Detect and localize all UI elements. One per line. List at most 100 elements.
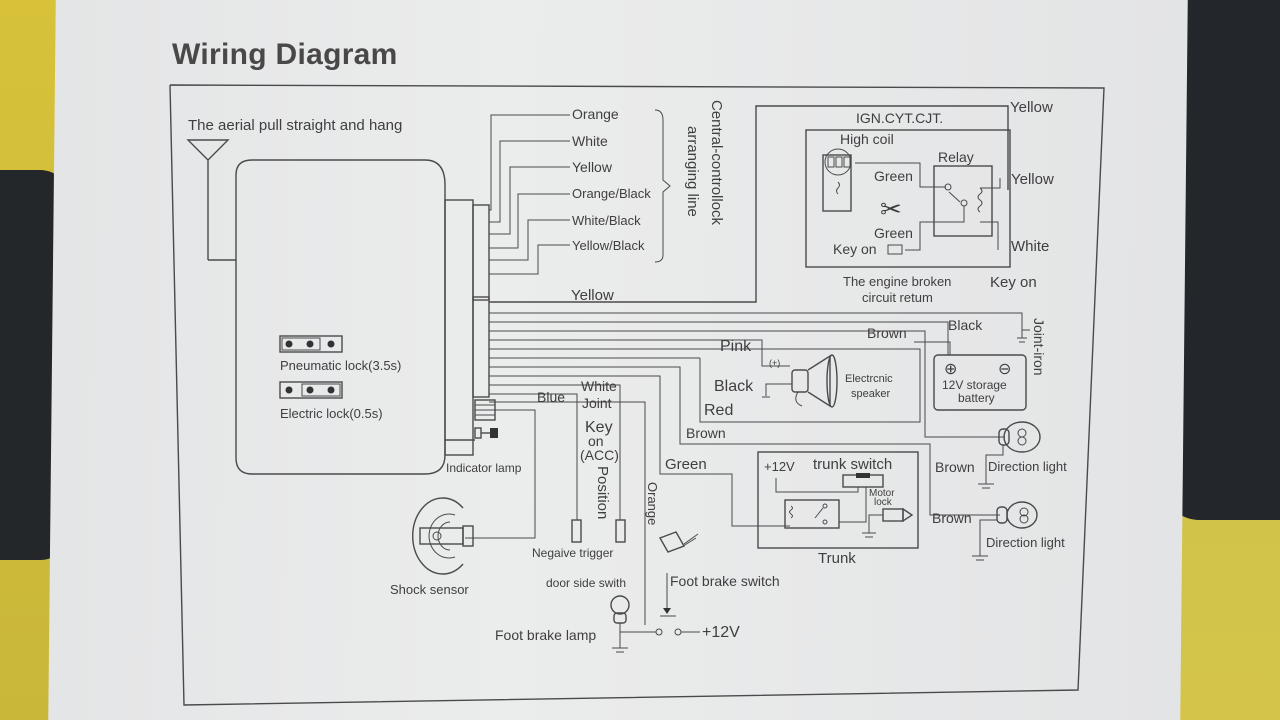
ignition-yellow-mid-label: Yellow: [1011, 171, 1054, 188]
relay-label: Relay: [938, 149, 974, 165]
bracket: [654, 109, 671, 263]
jumper-pneumatic[interactable]: [279, 335, 343, 353]
battery-icon: [933, 354, 1027, 411]
wire-label-yellow-black: Yellow/Black: [572, 238, 645, 253]
ignition-key-on-label: Key on: [990, 274, 1037, 291]
foot-brake-switch-icon[interactable]: [655, 573, 700, 636]
foot-brake-pedal-icon: [658, 531, 699, 553]
foot-brake-switch-label: Foot brake switch: [670, 573, 780, 589]
antenna-icon: [186, 139, 236, 261]
shock-sensor-icon: [412, 497, 474, 575]
battery-plus-icon: ⊕: [944, 361, 957, 378]
battery-label-1: 12V storage: [942, 378, 1007, 392]
speaker-plus-label: (+): [769, 358, 780, 368]
high-coil-label: High coil: [840, 131, 894, 147]
speaker-pink-label: Pink: [720, 338, 752, 355]
trunk-switch-icon[interactable]: [842, 473, 884, 488]
direction-light-2-label: Direction light: [986, 535, 1065, 550]
green-bottom-label: Green: [874, 225, 913, 241]
connector-central-lock: [472, 204, 490, 301]
speaker-icon: [762, 354, 838, 408]
trunk-relay-coil-icon: [789, 505, 793, 519]
negative-trigger-terminal[interactable]: [571, 519, 582, 543]
trunk-box: [757, 451, 919, 549]
wire-label-white: White: [572, 133, 608, 149]
key-on-inner-label: Key on: [833, 241, 877, 257]
direction-light-1-wire: Brown: [935, 459, 975, 475]
input-orange-label: Orange: [645, 482, 660, 525]
battery-brown-label: Brown: [867, 325, 907, 341]
antenna-label: The aerial pull straight and hang: [188, 117, 402, 134]
wire-label-orange-black: Orange/Black: [572, 186, 651, 201]
page-title: Wiring Diagram: [172, 38, 398, 71]
jumper-pneumatic-label: Pneumatic lock(3.5s): [280, 358, 401, 373]
ignition-caption-2: circuit retum: [862, 290, 933, 305]
negative-trigger-label: Negaive trigger: [532, 546, 613, 560]
ignition-box-title: IGN.CYT.CJT.: [856, 110, 943, 126]
ignition-box: [805, 129, 1011, 268]
connector-main: [472, 296, 490, 398]
door-switch-label: door side swith: [546, 576, 626, 590]
shock-sensor-label: Shock sensor: [390, 582, 469, 597]
indicator-lamp-label: Indicator lamp: [446, 461, 522, 475]
joint-iron-label: Joint-iron: [1031, 318, 1047, 376]
battery-minus-icon: ⊖: [998, 361, 1011, 378]
ignition-caption-1: The engine broken: [843, 274, 951, 289]
speaker-label-2: speaker: [851, 388, 890, 400]
trunk-switch-label: trunk switch: [813, 456, 892, 473]
main-harness-wires: [465, 312, 1030, 625]
brake-12v-label: +12V: [702, 624, 740, 641]
scissors-icon: ✂: [880, 194, 902, 224]
motor-lock-icon: [862, 507, 914, 538]
wire-label-white-black: White/Black: [572, 213, 641, 228]
brown-wire-label: Brown: [686, 425, 726, 441]
input-white-label: White: [581, 378, 617, 394]
foot-brake-lamp-icon: [610, 595, 656, 653]
ignition-yellow-top-label: Yellow: [1010, 99, 1053, 116]
input-blue-label: Blue: [537, 389, 565, 405]
battery-label-2: battery: [958, 391, 995, 405]
input-key-label: Key: [585, 419, 613, 436]
input-on-label: on: [588, 433, 604, 449]
ignition-wire-label: Yellow: [571, 287, 614, 304]
jumper-electric[interactable]: [279, 381, 343, 399]
motor-lock-label-2: lock: [874, 497, 893, 508]
direction-light-1-icon: [978, 421, 1041, 489]
green-top-label: Green: [874, 168, 913, 184]
central-lock-wires: [489, 114, 570, 275]
trunk-label: Trunk: [818, 550, 856, 567]
connector-small: [474, 399, 496, 421]
control-unit-box: [235, 159, 446, 475]
diagram-frame: [169, 84, 1105, 706]
high-coil-icon: [822, 148, 852, 212]
position-terminal[interactable]: [615, 519, 626, 543]
central-lock-group-label-2: arranging line: [684, 126, 701, 217]
input-acc-label: (ACC): [580, 447, 619, 463]
direction-light-2-wire: Brown: [932, 510, 972, 526]
jumper-electric-label: Electric lock(0.5s): [280, 406, 383, 421]
speaker-black-label: Black: [714, 378, 754, 395]
ignition-white-label: White: [1011, 238, 1049, 255]
indicator-lamp-icon: [474, 427, 498, 439]
ignition-wire: [489, 105, 1009, 303]
trunk-12v-label: +12V: [764, 459, 795, 474]
wire-label-yellow: Yellow: [572, 159, 613, 175]
battery-black-label: Black: [948, 317, 983, 333]
relay-coil-icon: [977, 187, 983, 213]
foot-brake-lamp-label: Foot brake lamp: [495, 627, 596, 643]
speaker-red-label: Red: [704, 402, 733, 419]
input-position-label: Position: [594, 466, 611, 519]
input-joint-label: Joint: [582, 395, 612, 411]
relay-box: [933, 165, 993, 237]
motor-lock-label-1: Motor: [869, 488, 895, 499]
speaker-label-1: Electrcnic: [845, 373, 893, 385]
trunk-green-label: Green: [665, 456, 707, 473]
wire-label-orange: Orange: [572, 106, 619, 122]
connector-strip: [444, 199, 474, 456]
central-lock-group-label-1: Central-controllock: [708, 100, 725, 226]
trunk-relay: [784, 499, 840, 529]
key-on-terminal: [887, 244, 903, 255]
ground-icon: [1017, 330, 1027, 343]
direction-light-2-icon: [972, 501, 1038, 561]
